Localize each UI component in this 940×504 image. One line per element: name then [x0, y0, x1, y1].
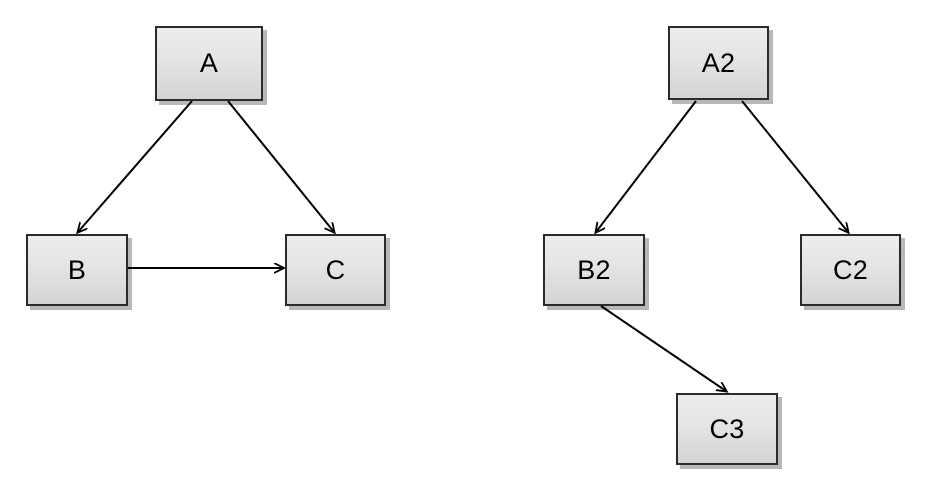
- node-label: B2: [577, 254, 611, 285]
- edge-a2-b2[interactable]: [596, 100, 697, 232]
- node-label: A2: [701, 47, 736, 78]
- node-a2[interactable]: A2: [668, 26, 769, 100]
- edge-a-c[interactable]: [227, 100, 334, 232]
- node-c[interactable]: C: [285, 234, 386, 306]
- node-b2[interactable]: B2: [543, 234, 645, 306]
- node-label: C3: [709, 413, 745, 444]
- node-label: A: [199, 48, 219, 78]
- node-label: B: [67, 254, 87, 285]
- edge-b2-c3[interactable]: [600, 305, 726, 391]
- node-c2[interactable]: C2: [800, 234, 901, 306]
- node-b[interactable]: B: [26, 234, 128, 306]
- edge-a2-c2[interactable]: [741, 100, 848, 232]
- node-label: C2: [832, 254, 869, 285]
- node-a[interactable]: A: [155, 26, 263, 101]
- node-label: C: [325, 254, 346, 285]
- edge-a-b[interactable]: [78, 100, 193, 232]
- node-c3[interactable]: C3: [676, 393, 778, 465]
